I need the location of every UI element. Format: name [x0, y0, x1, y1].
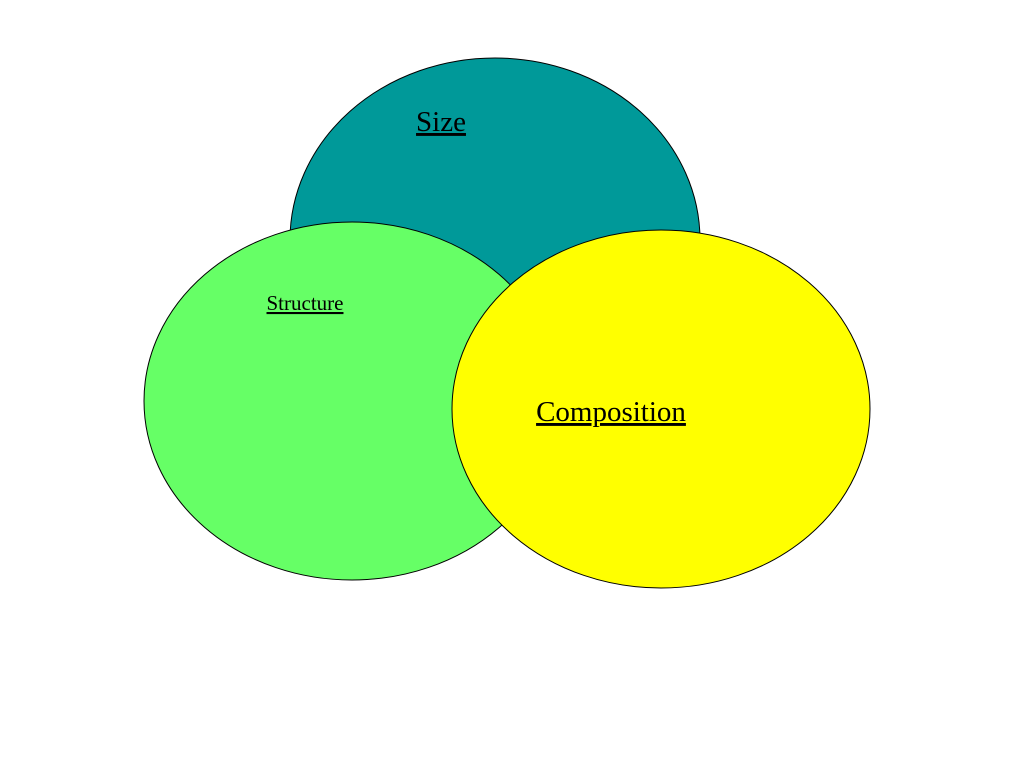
size-label: Size — [416, 106, 466, 138]
structure-label: Structure — [267, 291, 344, 315]
composition-label: Composition — [536, 396, 686, 428]
composition-circle — [451, 229, 871, 589]
